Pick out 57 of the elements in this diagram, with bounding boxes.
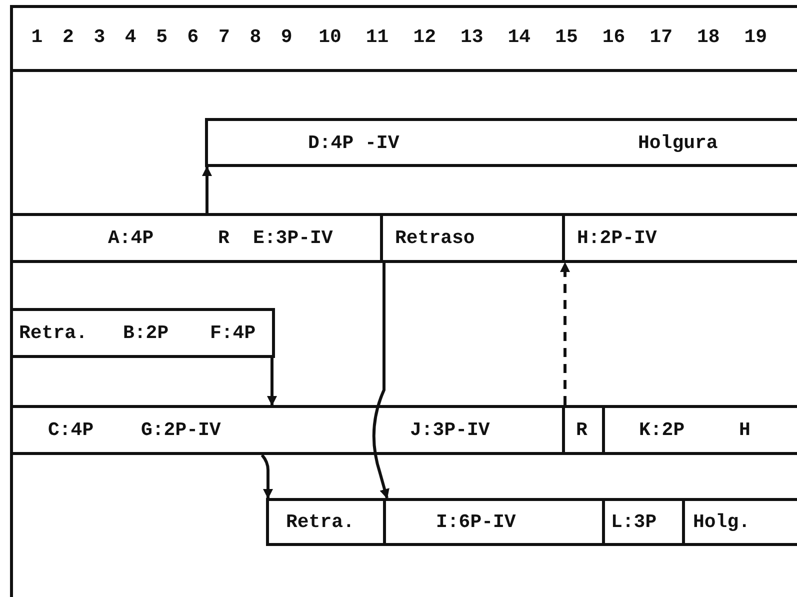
activity-label: F:4P	[210, 322, 256, 344]
activity-label: Retra.	[286, 511, 354, 533]
time-scale-number: 11	[366, 26, 389, 48]
activity-label: R	[576, 419, 588, 441]
activity-bar	[380, 213, 565, 263]
time-scale-number: 9	[280, 26, 292, 48]
time-scale-number: 19	[744, 26, 768, 48]
activity-bar	[602, 498, 685, 546]
time-scale-number: 3	[94, 26, 106, 48]
time-scale-number: 18	[696, 26, 720, 48]
time-scale-number: 13	[460, 26, 484, 48]
activity-bar	[602, 405, 797, 455]
activity-label: D:4P -IV	[308, 132, 400, 154]
time-scale-number: 1	[31, 26, 43, 48]
activity-label: Holgura	[638, 132, 718, 154]
activity-bar	[682, 498, 797, 546]
activity-label: L:3P	[611, 511, 657, 533]
activity-label: Retra.	[19, 322, 88, 344]
activity-bar	[562, 213, 797, 263]
time-scale-number: 2	[62, 26, 74, 48]
activity-bar	[10, 308, 275, 358]
activity-label: C:4P	[48, 419, 94, 441]
activity-bar	[10, 405, 368, 455]
activity-bar	[10, 213, 383, 263]
arrow	[560, 262, 570, 405]
activity-bar	[266, 498, 386, 546]
activity-label: J:3P-IV	[410, 419, 490, 441]
time-scale-number: 10	[318, 26, 342, 48]
time-scale-number: 17	[650, 26, 672, 48]
activity-label: R	[218, 227, 230, 249]
activity-bar	[562, 405, 605, 455]
arrow	[202, 166, 212, 213]
time-scale-number: 8	[250, 26, 262, 48]
activity-label: E:3P-IV	[253, 227, 333, 249]
activity-label: G:2P-IV	[141, 419, 221, 441]
activity-bar	[383, 498, 605, 546]
time-scale-number: 6	[187, 26, 199, 48]
activity-label: Retraso	[395, 227, 475, 249]
activity-bar	[205, 118, 797, 167]
time-scale-number: 5	[156, 26, 168, 48]
activity-bar	[392, 405, 565, 455]
activity-label: I:6P-IV	[436, 511, 516, 533]
activity-label: K:2P	[639, 419, 685, 441]
activity-label: A:4P	[108, 227, 154, 249]
time-scale-number: 4	[124, 26, 136, 48]
time-scale-number: 7	[218, 26, 230, 48]
time-scale-number: 12	[413, 26, 436, 48]
arrow	[372, 263, 390, 499]
activity-label: H	[739, 419, 750, 441]
time-scale-number: 14	[508, 26, 531, 48]
arrow	[260, 454, 273, 499]
arrow	[267, 358, 277, 406]
activity-label: B:2P	[123, 322, 169, 344]
activity-label: H:2P-IV	[577, 227, 657, 249]
time-scale-number: 15	[555, 26, 578, 48]
time-scale-number: 16	[602, 26, 626, 48]
activity-label: Holg.	[693, 511, 750, 533]
